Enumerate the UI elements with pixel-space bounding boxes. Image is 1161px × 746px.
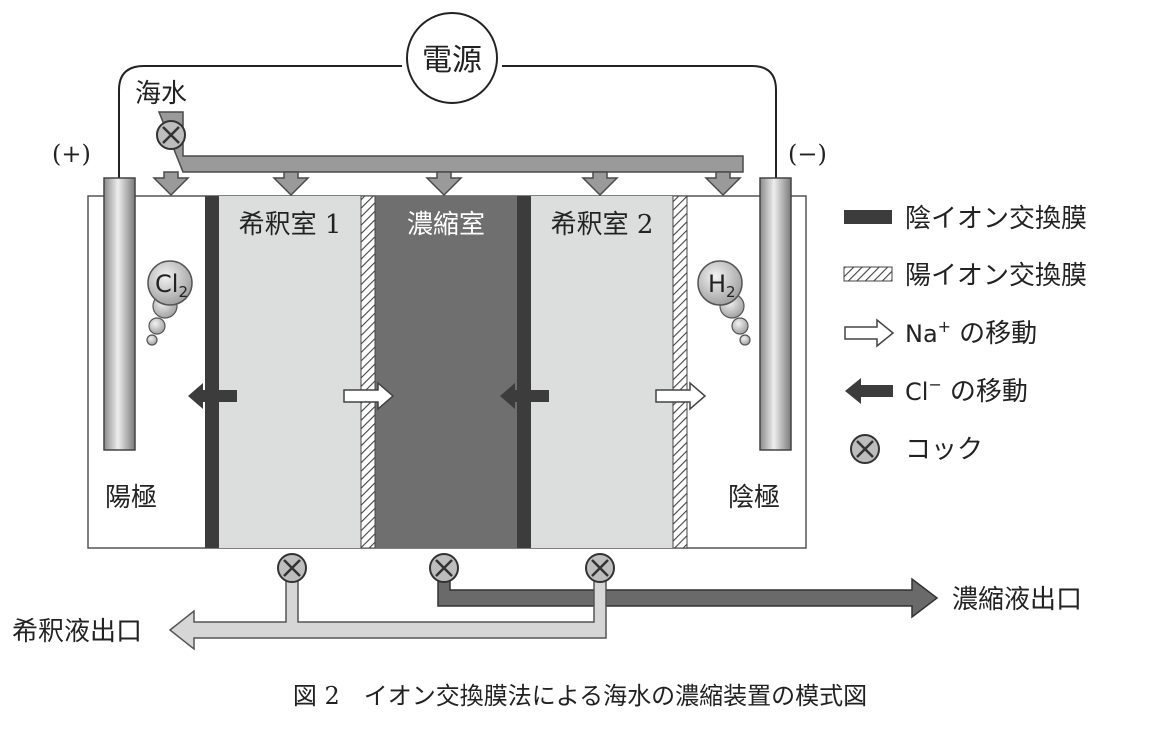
dilute-outlet-label: 希釈液出口: [12, 617, 142, 647]
legend-cl-label: Cl−の移動: [905, 375, 1028, 407]
seawater-label: 海水: [135, 79, 187, 109]
legend-anion-membrane-swatch: [844, 210, 892, 224]
anion-exchange-membrane-2: [517, 196, 531, 548]
legend-cl-arrow-icon: [845, 378, 893, 404]
dilute-outlet-pipe: [168, 567, 607, 651]
cl-ion-arrow-2: [500, 383, 549, 409]
cathode-electrode: [759, 177, 792, 451]
anode-label: 陽極: [105, 483, 157, 513]
concentrate-outlet-label: 濃縮液出口: [952, 585, 1082, 615]
power-source: [406, 12, 498, 104]
legend-anion-membrane-label: 陰イオン交換膜: [905, 204, 1087, 234]
power-wire: [118, 65, 777, 180]
minus-terminal-label: (−): [788, 140, 827, 168]
dilute-chamber-2-label: 希釈室 2: [551, 210, 654, 240]
na-ion-arrow-2: [655, 381, 707, 411]
legend-cation-membrane-swatch: [843, 266, 893, 282]
cathode-label: 陰極: [728, 483, 780, 513]
concentrate-chamber: [375, 196, 517, 548]
legend-valve-icon: [850, 434, 880, 464]
legend-na-arrow-icon: [844, 318, 895, 348]
dilute-chamber-1: [219, 196, 361, 548]
h2-bubbles: [697, 260, 751, 346]
concentrate-outlet-pipe: [437, 567, 939, 619]
legend: 陰イオン交換膜 陽イオン交換膜 Na+の移動 Cl−の移動 コック: [843, 204, 1087, 465]
seawater-feed-branches: [152, 171, 742, 197]
plus-terminal-label: (+): [52, 140, 91, 168]
legend-na-label: Na+の移動: [905, 317, 1037, 349]
concentrate-chamber-label: 濃縮室: [407, 210, 485, 240]
legend-valve-label: コック: [905, 435, 983, 465]
valve-icon[interactable]: [156, 120, 186, 150]
valve-icon[interactable]: [585, 553, 615, 583]
legend-cation-membrane-label: 陽イオン交換膜: [905, 261, 1087, 291]
dilute-chamber-1-label: 希釈室 1: [239, 210, 342, 240]
anion-exchange-membrane-1: [205, 196, 219, 548]
dilute-chamber-2: [531, 196, 673, 548]
figure-caption: 図 2 イオン交換膜法による海水の濃縮装置の模式図: [293, 682, 867, 710]
cl2-label: Cl2: [155, 270, 188, 301]
power-source-label: 電源: [422, 43, 482, 78]
valve-icon[interactable]: [277, 553, 307, 583]
cation-exchange-membrane-2: [672, 195, 688, 549]
cation-exchange-membrane-1: [360, 195, 376, 549]
na-ion-arrow-1: [343, 381, 395, 411]
valve-icon[interactable]: [429, 553, 459, 583]
seawater-feed-pipe: [157, 111, 744, 173]
anode-electrode: [103, 177, 136, 451]
cl-ion-arrow-1: [188, 383, 237, 409]
h2-label: H2: [708, 270, 736, 301]
cl2-bubbles: [146, 260, 193, 346]
